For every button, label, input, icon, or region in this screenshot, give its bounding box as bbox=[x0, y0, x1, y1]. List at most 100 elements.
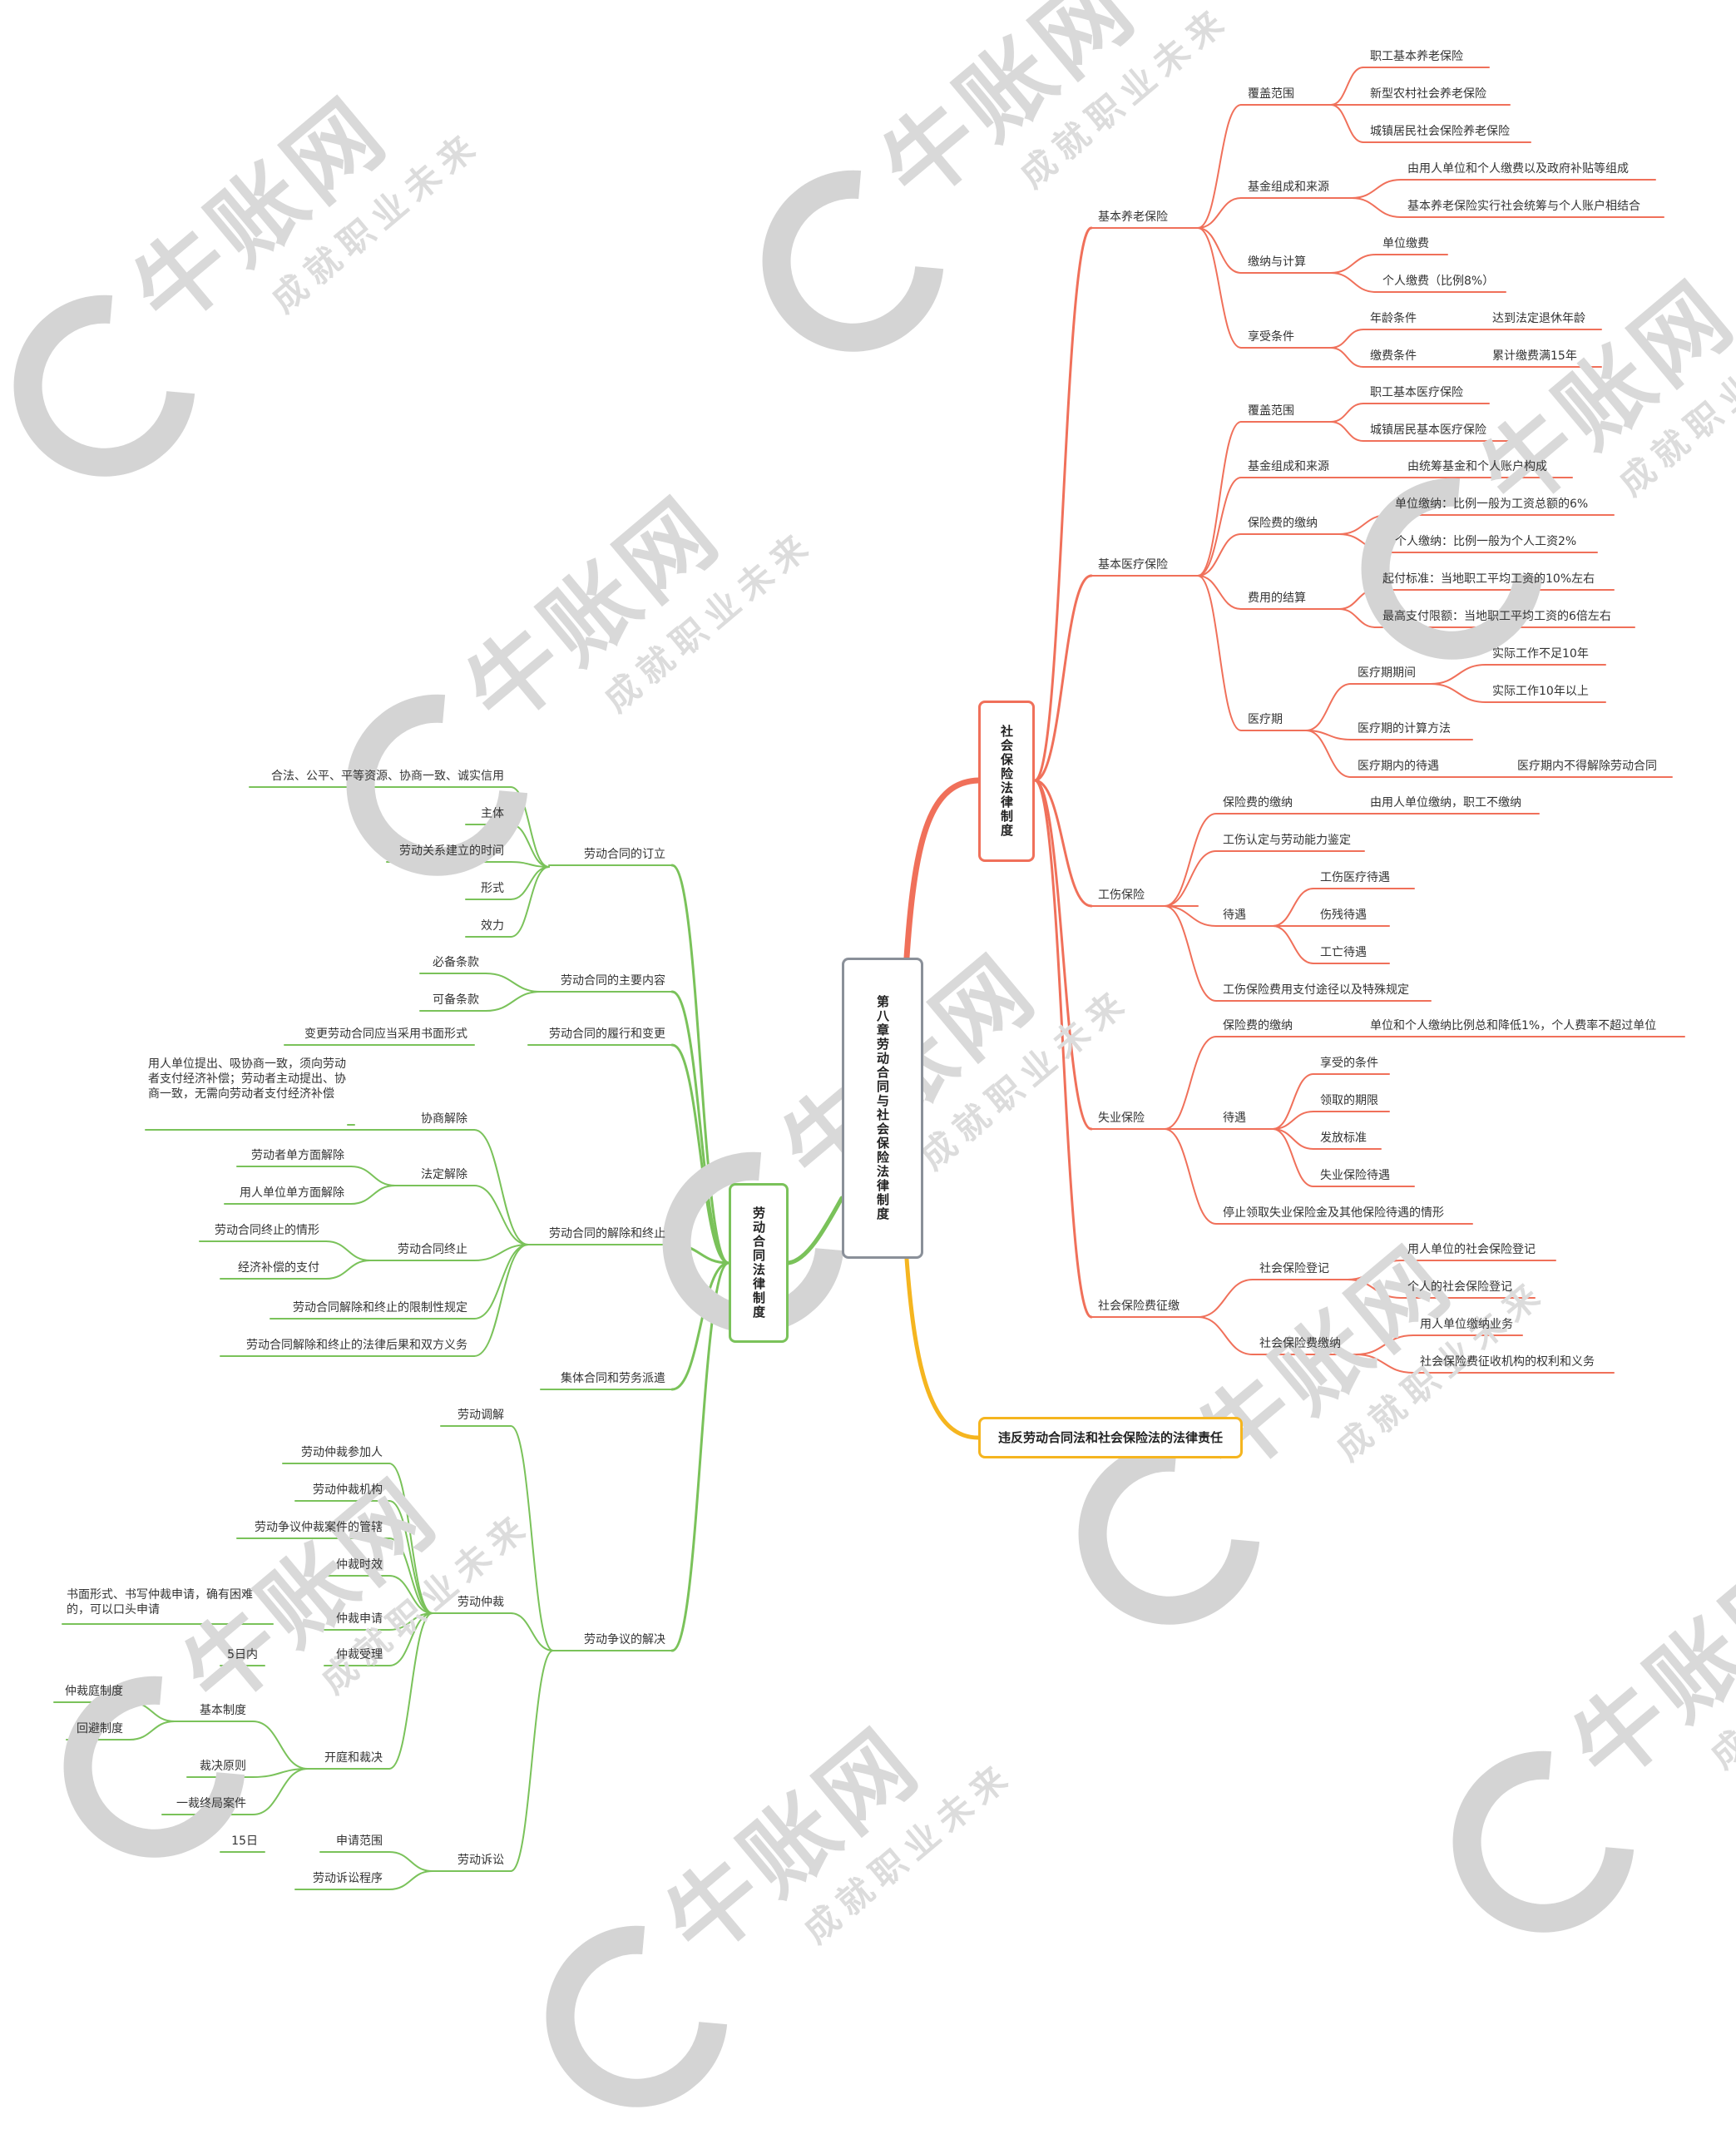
med-fund-node[interactable]: 基金组成和来源 bbox=[1248, 460, 1329, 473]
leaf[interactable]: 缴费条件 bbox=[1370, 349, 1417, 363]
leaf[interactable]: 效力 bbox=[481, 919, 504, 933]
leaf[interactable]: 用人单位提出、吸协商一致，须向劳动者支付经济补偿；劳动者主动提出、协商一致，无需… bbox=[148, 1057, 346, 1101]
leaf[interactable]: 职工基本养老保险 bbox=[1370, 50, 1463, 63]
arb-basic-node[interactable]: 基本制度 bbox=[200, 1704, 246, 1717]
leaf[interactable]: 主体 bbox=[481, 807, 504, 820]
levy-node[interactable]: 社会保险费征缴 bbox=[1098, 1300, 1180, 1313]
unemp-pay-node[interactable]: 保险费的缴纳 bbox=[1223, 1019, 1293, 1032]
leaf[interactable]: 用人单位单方面解除 bbox=[240, 1186, 344, 1200]
dispute-node[interactable]: 劳动争议的解决 bbox=[584, 1633, 665, 1646]
content-node[interactable]: 劳动合同的主要内容 bbox=[561, 974, 665, 988]
leaf[interactable]: 医疗期内的待遇 bbox=[1358, 760, 1439, 773]
med-scope-node[interactable]: 覆盖范围 bbox=[1248, 404, 1294, 418]
leaf[interactable]: 劳动合同解除和终止的限制性规定 bbox=[293, 1301, 467, 1315]
unemployment-node[interactable]: 失业保险 bbox=[1098, 1112, 1145, 1125]
med-period-node[interactable]: 医疗期 bbox=[1248, 713, 1283, 726]
lit-proc-node[interactable]: 劳动诉讼程序 bbox=[313, 1872, 383, 1885]
arb-apply-node[interactable]: 仲裁申请 bbox=[336, 1612, 383, 1626]
leaf[interactable]: 职工基本医疗保险 bbox=[1370, 386, 1463, 399]
perform-node[interactable]: 劳动合同的履行和变更 bbox=[549, 1027, 665, 1041]
medical-node[interactable]: 基本医疗保险 bbox=[1098, 558, 1168, 572]
leaf[interactable]: 单位和个人缴纳比例总和降低1%，个人费率不超过单位 bbox=[1370, 1019, 1657, 1032]
leaf[interactable]: 城镇居民基本医疗保险 bbox=[1370, 423, 1486, 437]
inj-identify-node[interactable]: 工伤认定与劳动能力鉴定 bbox=[1223, 834, 1351, 847]
leaf[interactable]: 医疗期期间 bbox=[1358, 666, 1416, 680]
leaf[interactable]: 医疗期内不得解除劳动合同 bbox=[1517, 760, 1657, 773]
leaf[interactable]: 享受的条件 bbox=[1320, 1057, 1378, 1070]
lit-scope-node[interactable]: 申请范围 bbox=[336, 1835, 383, 1848]
leaf[interactable]: 累计缴费满15年 bbox=[1492, 349, 1577, 363]
leaf[interactable]: 伤残待遇 bbox=[1320, 909, 1367, 922]
med-pay-node[interactable]: 保险费的缴纳 bbox=[1248, 517, 1318, 530]
collective-node[interactable]: 集体合同和劳务派遣 bbox=[561, 1372, 665, 1385]
leaf[interactable]: 用人单位的社会保险登记 bbox=[1407, 1243, 1536, 1256]
inj-treat-node[interactable]: 待遇 bbox=[1223, 909, 1246, 922]
levy-pay-node[interactable]: 社会保险费缴纳 bbox=[1259, 1337, 1341, 1350]
leaf[interactable]: 劳动合同解除和终止的法律后果和双方义务 bbox=[246, 1339, 467, 1352]
leaf[interactable]: 由用人单位缴纳，职工不缴纳 bbox=[1370, 796, 1521, 810]
branch-labor-contract[interactable]: 劳动合同法律制度 bbox=[729, 1183, 789, 1343]
arb-accept-node[interactable]: 仲裁受理 bbox=[336, 1648, 383, 1661]
leaf[interactable]: 劳动合同终止的情形 bbox=[215, 1224, 319, 1237]
leaf[interactable]: 单位缴纳：比例一般为工资总额的6% bbox=[1395, 498, 1589, 511]
pension-fund-node[interactable]: 基金组成和来源 bbox=[1248, 181, 1329, 194]
leaf[interactable]: 合法、公平、平等资源、协商一致、诚实信用 bbox=[271, 770, 504, 783]
leaf[interactable]: 经济补偿的支付 bbox=[238, 1261, 319, 1275]
leaf[interactable]: 社会保险费征收机构的权利和义务 bbox=[1420, 1355, 1595, 1369]
term-end-node[interactable]: 劳动合同终止 bbox=[398, 1243, 467, 1256]
leaf[interactable]: 达到法定退休年龄 bbox=[1492, 312, 1585, 325]
leaf[interactable]: 可备条款 bbox=[433, 993, 479, 1007]
leaf[interactable]: 15日 bbox=[231, 1835, 258, 1848]
leaf[interactable]: 个人缴纳：比例一般为个人工资2% bbox=[1395, 535, 1577, 548]
med-settle-node[interactable]: 费用的结算 bbox=[1248, 592, 1306, 605]
leaf[interactable]: 起付标准：当地职工平均工资的10%左右 bbox=[1382, 572, 1595, 586]
leaf[interactable]: 实际工作10年以上 bbox=[1492, 685, 1589, 698]
leaf[interactable]: 医疗期的计算方法 bbox=[1358, 722, 1451, 735]
levy-reg-node[interactable]: 社会保险登记 bbox=[1259, 1262, 1329, 1275]
leaf[interactable]: 工伤医疗待遇 bbox=[1320, 871, 1390, 884]
leaf[interactable]: 由用人单位和个人缴费以及政府补贴等组成 bbox=[1407, 162, 1629, 176]
leaf[interactable]: 用人单位缴纳业务 bbox=[1420, 1318, 1513, 1331]
injury-node[interactable]: 工伤保险 bbox=[1098, 889, 1145, 902]
term-legal-node[interactable]: 法定解除 bbox=[421, 1168, 467, 1181]
unemp-stop-node[interactable]: 停止领取失业保险金及其他保险待遇的情形 bbox=[1223, 1206, 1444, 1220]
leaf[interactable]: 个人的社会保险登记 bbox=[1407, 1280, 1512, 1294]
arbitration-node[interactable]: 劳动仲裁 bbox=[457, 1596, 504, 1609]
mediation-node[interactable]: 劳动调解 bbox=[457, 1409, 504, 1422]
leaf[interactable]: 劳动者单方面解除 bbox=[251, 1149, 344, 1162]
pension-pay-node[interactable]: 缴纳与计算 bbox=[1248, 255, 1306, 269]
leaf[interactable]: 失业保险待遇 bbox=[1320, 1169, 1390, 1182]
leaf[interactable]: 一裁终局案件 bbox=[176, 1797, 246, 1810]
leaf[interactable]: 形式 bbox=[481, 882, 504, 895]
pension-scope-node[interactable]: 覆盖范围 bbox=[1248, 87, 1294, 101]
arb-hear-node[interactable]: 开庭和裁决 bbox=[324, 1751, 383, 1765]
leaf[interactable]: 裁决原则 bbox=[200, 1760, 246, 1773]
leaf[interactable]: 仲裁时效 bbox=[336, 1558, 383, 1572]
branch-legal-liability[interactable]: 违反劳动合同法和社会保险法的法律责任 bbox=[978, 1417, 1243, 1458]
leaf[interactable]: 必备条款 bbox=[433, 956, 479, 969]
leaf[interactable]: 由统筹基金和个人账户构成 bbox=[1407, 460, 1547, 473]
leaf[interactable]: 发放标准 bbox=[1320, 1131, 1367, 1145]
leaf[interactable]: 变更劳动合同应当采用书面形式 bbox=[304, 1027, 467, 1041]
leaf[interactable]: 实际工作不足10年 bbox=[1492, 647, 1589, 661]
sign-node[interactable]: 劳动合同的订立 bbox=[584, 848, 665, 861]
leaf[interactable]: 仲裁庭制度 bbox=[65, 1685, 123, 1698]
leaf[interactable]: 新型农村社会养老保险 bbox=[1370, 87, 1486, 101]
leaf[interactable]: 基本养老保险实行社会统筹与个人账户相结合 bbox=[1407, 200, 1640, 213]
leaf[interactable]: 单位缴费 bbox=[1382, 237, 1429, 250]
leaf[interactable]: 回避制度 bbox=[77, 1722, 123, 1736]
leaf[interactable]: 最高支付限额：当地职工平均工资的6倍左右 bbox=[1382, 610, 1611, 623]
unemp-treat-node[interactable]: 待遇 bbox=[1223, 1112, 1246, 1125]
pension-enjoy-node[interactable]: 享受条件 bbox=[1248, 330, 1294, 344]
leaf[interactable]: 书面形式、书写仲裁申请，确有困难的，可以口头申请 bbox=[67, 1588, 253, 1617]
leaf[interactable]: 工亡待遇 bbox=[1320, 946, 1367, 959]
termination-node[interactable]: 劳动合同的解除和终止 bbox=[549, 1227, 665, 1240]
leaf[interactable]: 5日内 bbox=[227, 1648, 258, 1661]
pension-node[interactable]: 基本养老保险 bbox=[1098, 210, 1168, 224]
leaf[interactable]: 个人缴费（比例8%） bbox=[1382, 275, 1495, 288]
root-node[interactable]: 第八章劳动合同与社会保险法律制度 bbox=[842, 958, 923, 1259]
leaf[interactable]: 劳动仲裁机构 bbox=[313, 1483, 383, 1497]
leaf[interactable]: 劳动关系建立的时间 bbox=[399, 844, 504, 858]
inj-pay-node[interactable]: 保险费的缴纳 bbox=[1223, 796, 1293, 810]
leaf[interactable]: 城镇居民社会保险养老保险 bbox=[1370, 125, 1510, 138]
